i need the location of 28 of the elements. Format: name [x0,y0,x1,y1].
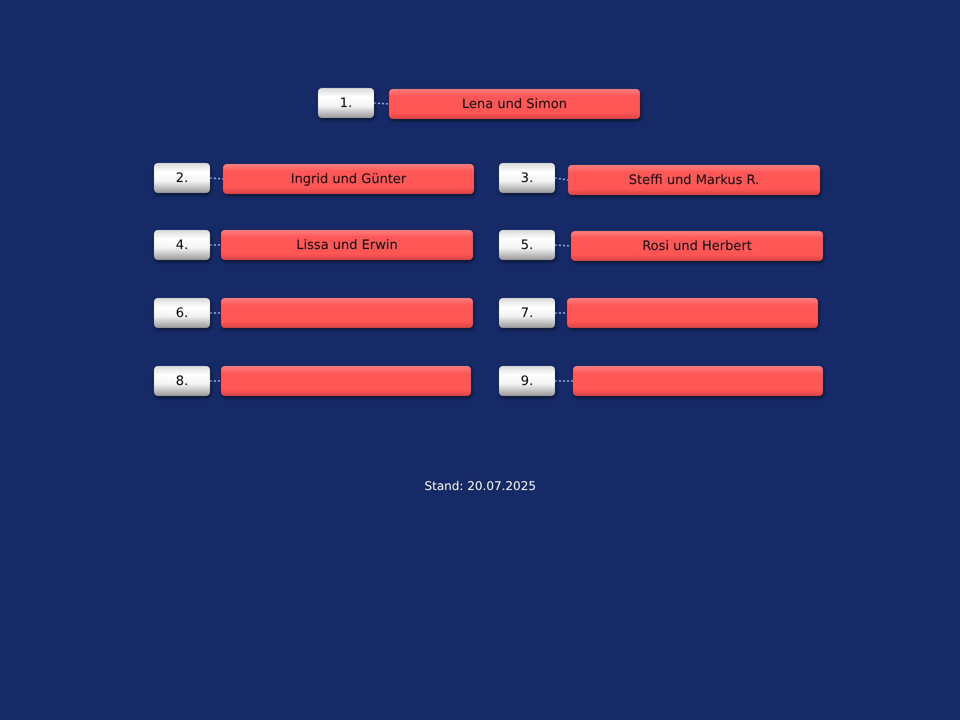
rank-badge: 5. [499,230,555,260]
connector-line [374,102,390,105]
connector-line [210,312,221,314]
empty-bar [221,298,473,328]
connector-line [555,312,567,314]
empty-bar [573,366,823,396]
connector-line [210,177,224,180]
rank-badge: 8. [154,366,210,396]
connector-line [210,380,221,382]
connector-line [554,244,572,247]
empty-bar [221,366,471,396]
connector-line [554,177,568,181]
connector-line [555,380,573,382]
rank-badge: 3. [499,163,555,193]
name-bar: Ingrid und Günter [223,164,474,194]
name-bar: Lissa und Erwin [221,230,473,260]
rank-badge: 4. [154,230,210,260]
rank-badge: 6. [154,298,210,328]
rank-badge: 2. [154,163,210,193]
rank-badge: 9. [499,366,555,396]
name-bar: Rosi und Herbert [571,231,823,261]
name-bar: Steffi und Markus R. [568,165,820,195]
rank-badge: 1. [318,88,374,118]
connector-line [210,244,221,246]
rank-badge: 7. [499,298,555,328]
name-bar: Lena und Simon [389,89,640,119]
empty-bar [567,298,818,328]
date-note: Stand: 20.07.2025 [424,479,536,493]
